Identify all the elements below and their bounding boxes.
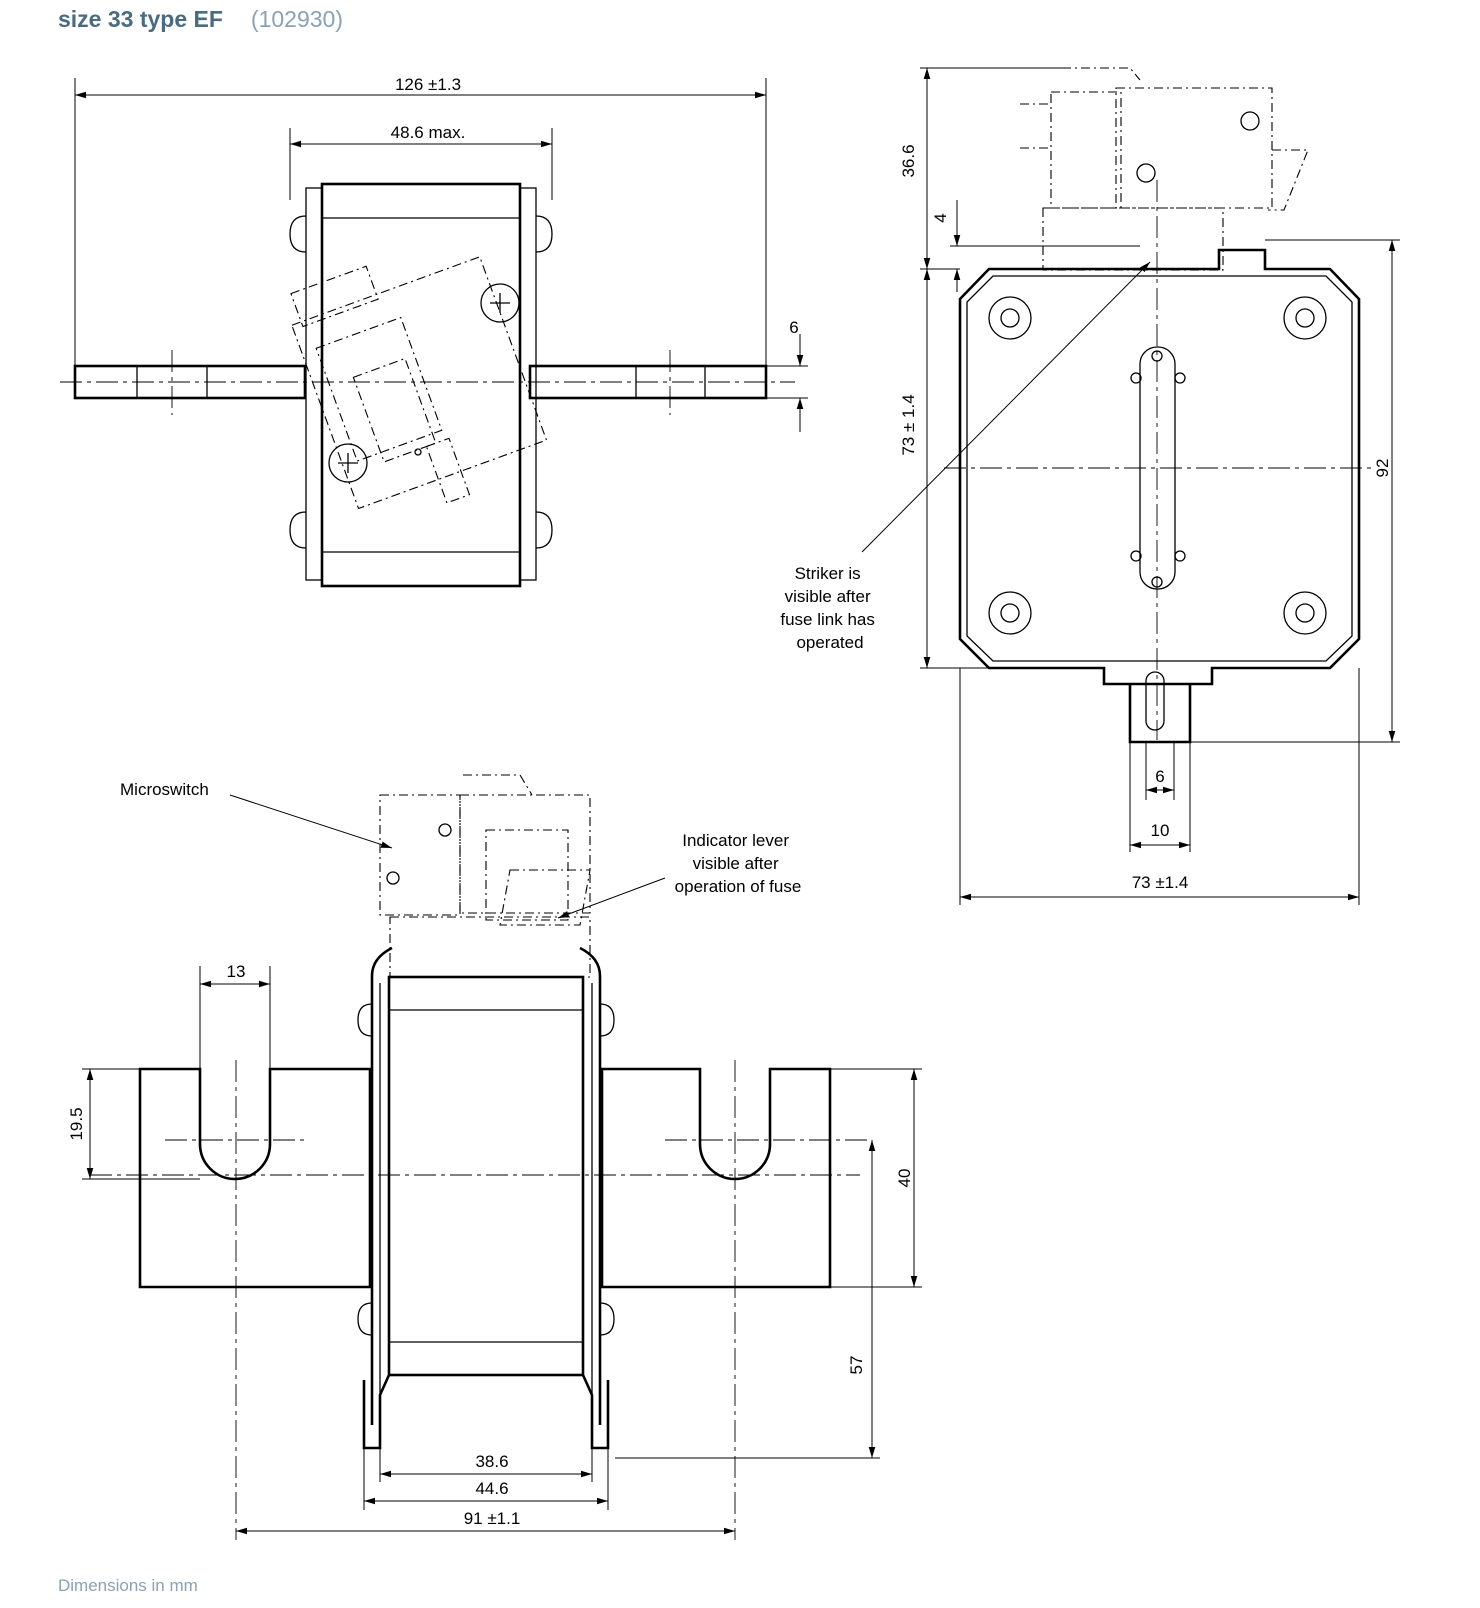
product-name: size 33 type EF	[58, 6, 223, 32]
dim-overall-length: 126 ±1.3	[395, 75, 461, 94]
microswitch-label: Microswitch	[120, 780, 209, 799]
side-view-microswitch	[1042, 207, 1224, 271]
dim-slot-width-front: 13	[227, 962, 246, 981]
screw-icon	[1283, 591, 1327, 635]
striker-note: Striker is visible after fuse link has o…	[780, 564, 879, 652]
dim-slot-width: 6	[1155, 767, 1164, 786]
top-view: 126 ±1.3 48.6 max. 6	[60, 75, 808, 588]
screw-icon	[1283, 296, 1327, 340]
product-code: (102930)	[250, 6, 343, 32]
indicator-note: Indicator lever visible after operation …	[675, 831, 802, 896]
dim-microswitch-height: 36.6	[899, 144, 918, 177]
dim-inner-width: 38.6	[475, 1452, 508, 1471]
dim-tab-width: 10	[1151, 821, 1170, 840]
dim-body-width: 48.6 max.	[391, 123, 466, 142]
dim-indicator-offset: 4	[931, 213, 950, 222]
front-view: 13 19.5 40 57 38.6 44.6 91 ±1.1 Microswi…	[67, 774, 922, 1540]
page-title: size 33 type EF (102930)	[58, 6, 343, 33]
front-view-left-tag	[138, 1067, 372, 1289]
dim-centre-height: 57	[847, 1356, 866, 1375]
dim-body-height: 73 ± 1.4	[899, 394, 918, 455]
screw-icon	[988, 591, 1032, 635]
front-view-right-tag	[600, 1067, 832, 1289]
dim-overall-height: 92	[1373, 459, 1392, 478]
front-view-body	[387, 975, 585, 1377]
dim-tag-height: 40	[895, 1169, 914, 1188]
dim-slot-depth: 19.5	[67, 1107, 86, 1140]
screw-icon	[988, 296, 1032, 340]
dim-side-body-width: 73 ±1.4	[1132, 873, 1189, 892]
dim-outer-width: 44.6	[475, 1479, 508, 1498]
units-note: Dimensions in mm	[58, 1576, 198, 1595]
dim-tag-thickness: 6	[789, 318, 798, 337]
side-view-body	[958, 248, 1361, 686]
side-view-bottom-tab	[1128, 684, 1192, 744]
top-view-body	[320, 182, 522, 588]
side-view: 36.6 4 73 ± 1.4 92 6 10 73 ±1.4 Striker …	[780, 67, 1400, 905]
dim-centre-distance: 91 ±1.1	[464, 1509, 521, 1528]
front-view-microswitch	[379, 794, 461, 916]
